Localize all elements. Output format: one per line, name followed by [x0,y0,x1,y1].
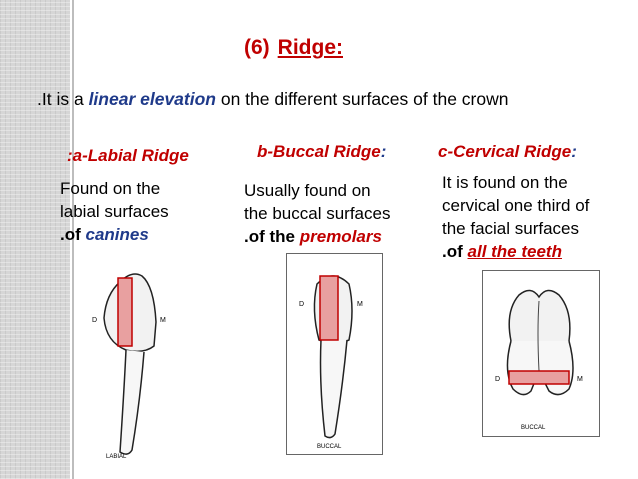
heading-labial-ridge: :a-Labial Ridge [67,146,189,166]
intro-lead: .It is a [37,89,84,109]
line-lead: .of the [244,227,295,246]
line-term: all the teeth [467,242,562,261]
buccal-description: Usually found on the buccal surfaces .of… [244,179,390,248]
molar-buccal-illustration: D M BUCCAL [482,270,600,437]
intro-term: linear elevation [88,89,216,109]
title-number: (6) [244,36,270,59]
premolar-buccal-illustration: D M BUCCAL [286,253,383,455]
line-term: premolars [299,227,382,246]
heading-buccal-ridge: b-Buccal Ridge: [257,142,386,162]
text-line: .of the premolars [244,225,390,248]
text-line: .of canines [60,223,169,246]
heading-colon: : [571,142,577,161]
cervical-description: It is found on the cervical one third of… [442,171,589,263]
image-caption: LABIAL [106,454,127,460]
line-term: canines [85,225,149,244]
heading-cervical-ridge: c-Cervical Ridge: [438,142,577,162]
heading-text: :a-Labial Ridge [67,146,189,165]
divider-line [72,0,74,479]
premolar-drawing: D M BUCCAL [299,275,363,450]
title-word: Ridge: [277,36,343,59]
heading-text: c-Cervical Ridge [438,142,572,161]
line-lead: .of [442,242,463,261]
text-line: labial surfaces [60,202,169,221]
text-line: Found on the [60,179,161,198]
decorative-side-band [0,0,70,479]
molar-drawing: D M BUCCAL [495,289,583,431]
heading-colon: : [380,142,387,161]
intro-sentence: .It is a linear elevation on the differe… [37,89,508,110]
intro-rest: on the different surfaces of the crown [220,89,509,109]
heading-text: b-Buccal Ridge [257,142,381,161]
side-label-d: D [92,317,97,324]
text-line: It is found on the [442,173,568,192]
image-caption: BUCCAL [317,444,342,450]
image-caption: BUCCAL [521,425,546,431]
side-label-m: M [160,317,166,324]
text-line: .of all the teeth [442,240,589,263]
labial-description: Found on the labial surfaces .of canines [60,177,169,246]
text-line: cervical one third of [442,196,590,215]
side-label-d: D [299,301,304,308]
text-line: Usually found on [244,181,371,200]
text-line: the facial surfaces [442,219,580,238]
side-label-d: D [495,376,500,383]
slide-title: (6) Ridge: [244,36,343,60]
text-line: the buccal surfaces [244,204,391,223]
side-label-m: M [577,376,583,383]
line-lead: .of [60,225,81,244]
side-label-m: M [357,301,363,308]
canine-labial-illustration: D M LABIAL [80,262,206,462]
canine-drawing: D M LABIAL [92,273,166,460]
